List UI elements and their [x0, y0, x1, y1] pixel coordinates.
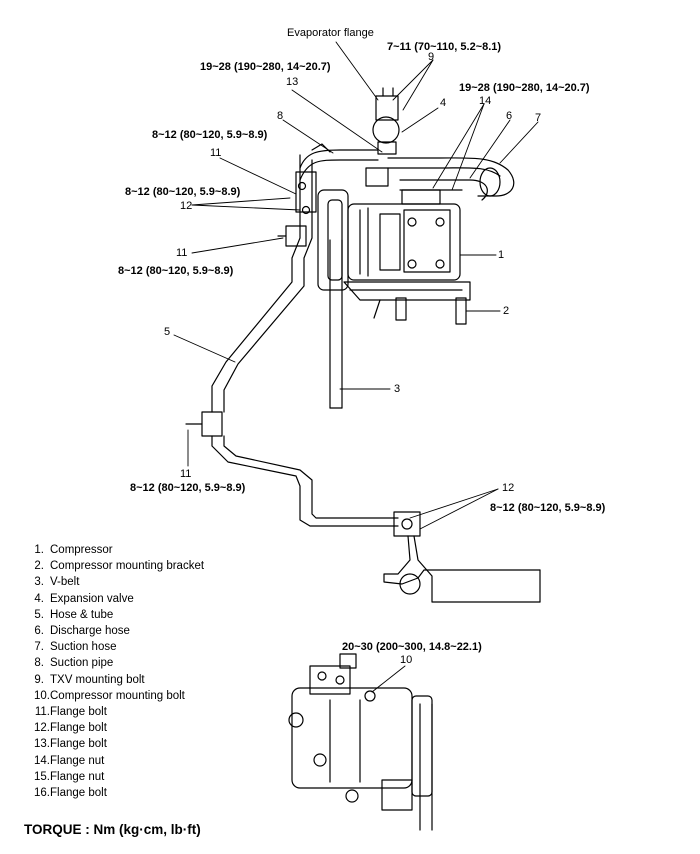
part-number-5: 5 — [164, 326, 171, 338]
part-number-11-top: 11 — [210, 147, 222, 159]
compressor-detail — [288, 653, 433, 831]
legend-item: 6.Discharge hose — [34, 625, 130, 638]
part-number-12-bottom: 12 — [502, 482, 515, 494]
legend-item: 5.Hose & tube — [34, 608, 114, 621]
legend-item: 10.Compressor mounting bolt — [34, 689, 185, 702]
part-number-1: 1 — [498, 249, 505, 261]
legend-item: 4.Expansion valve — [34, 592, 134, 605]
legend-item: 2.Compressor mounting bracket — [34, 560, 205, 573]
torque-label-flange-11-bottom: 8~12 (80~120, 5.9~8.9) — [130, 482, 246, 494]
part-number-10: 10 — [400, 654, 413, 666]
torque-label-flange-12-bottom: 8~12 (80~120, 5.9~8.9) — [490, 502, 606, 514]
torque-unit-note: TORQUE : Nm (kg·cm, lb·ft) — [24, 822, 201, 837]
torque-label-flange-12-top: 8~12 (80~120, 5.9~8.9) — [125, 186, 241, 198]
torque-label-flange-14: 19~28 (190~280, 14~20.7) — [459, 82, 590, 94]
torque-label-flange-11-mid: 8~12 (80~120, 5.9~8.9) — [118, 265, 234, 277]
legend-item: 11.Flange bolt — [34, 706, 107, 719]
legend-item: 9.TXV mounting bolt — [34, 673, 145, 686]
part-number-13: 13 — [286, 76, 299, 88]
expansion-valve — [372, 87, 400, 155]
part-number-2: 2 — [503, 305, 510, 317]
hose-and-tube — [185, 154, 541, 603]
part-number-3: 3 — [394, 383, 401, 395]
suction-pipe — [299, 143, 389, 187]
legend-item: 15.Flange nut — [34, 770, 105, 783]
part-number-9: 9 — [428, 51, 435, 63]
legend-item: 3.V-belt — [34, 576, 80, 589]
legend-item: 1.Compressor — [34, 544, 113, 556]
torque-label-compressor-bolt: 20~30 (200~300, 14.8~22.1) — [342, 641, 482, 653]
legend-item: 7.Suction hose — [34, 641, 117, 654]
part-number-8: 8 — [277, 110, 284, 122]
torque-label-txv: 7~11 (70~110, 5.2~8.1) — [387, 41, 502, 53]
part-number-11-mid: 11 — [176, 247, 188, 259]
torque-label-flange-11-top: 8~12 (80~120, 5.9~8.9) — [152, 129, 268, 141]
pulley — [317, 189, 349, 409]
legend-item: 8.Suction pipe — [34, 657, 114, 670]
legend-item: 14.Flange nut — [34, 754, 105, 767]
compressor-mounting-bracket — [343, 281, 471, 325]
part-number-4: 4 — [440, 97, 447, 109]
part-number-14: 14 — [479, 95, 492, 107]
part-number-6: 6 — [506, 110, 513, 122]
compressor — [347, 189, 461, 281]
leader-lines — [173, 41, 539, 693]
evaporator-flange-label: Evaporator flange — [287, 27, 374, 39]
torque-label-flange-13: 19~28 (190~280, 14~20.7) — [200, 61, 331, 73]
legend-item: 13.Flange bolt — [34, 738, 107, 751]
legend-item: 16.Flange bolt — [34, 787, 107, 800]
parts-legend: 1.Compressor 2.Compressor mounting brack… — [24, 542, 204, 801]
part-number-12-top: 12 — [180, 200, 193, 212]
legend-item: 12.Flange bolt — [34, 722, 107, 735]
part-number-7: 7 — [535, 112, 542, 124]
flange-bracket-upper — [277, 171, 317, 247]
part-number-11-bottom: 11 — [180, 468, 192, 480]
